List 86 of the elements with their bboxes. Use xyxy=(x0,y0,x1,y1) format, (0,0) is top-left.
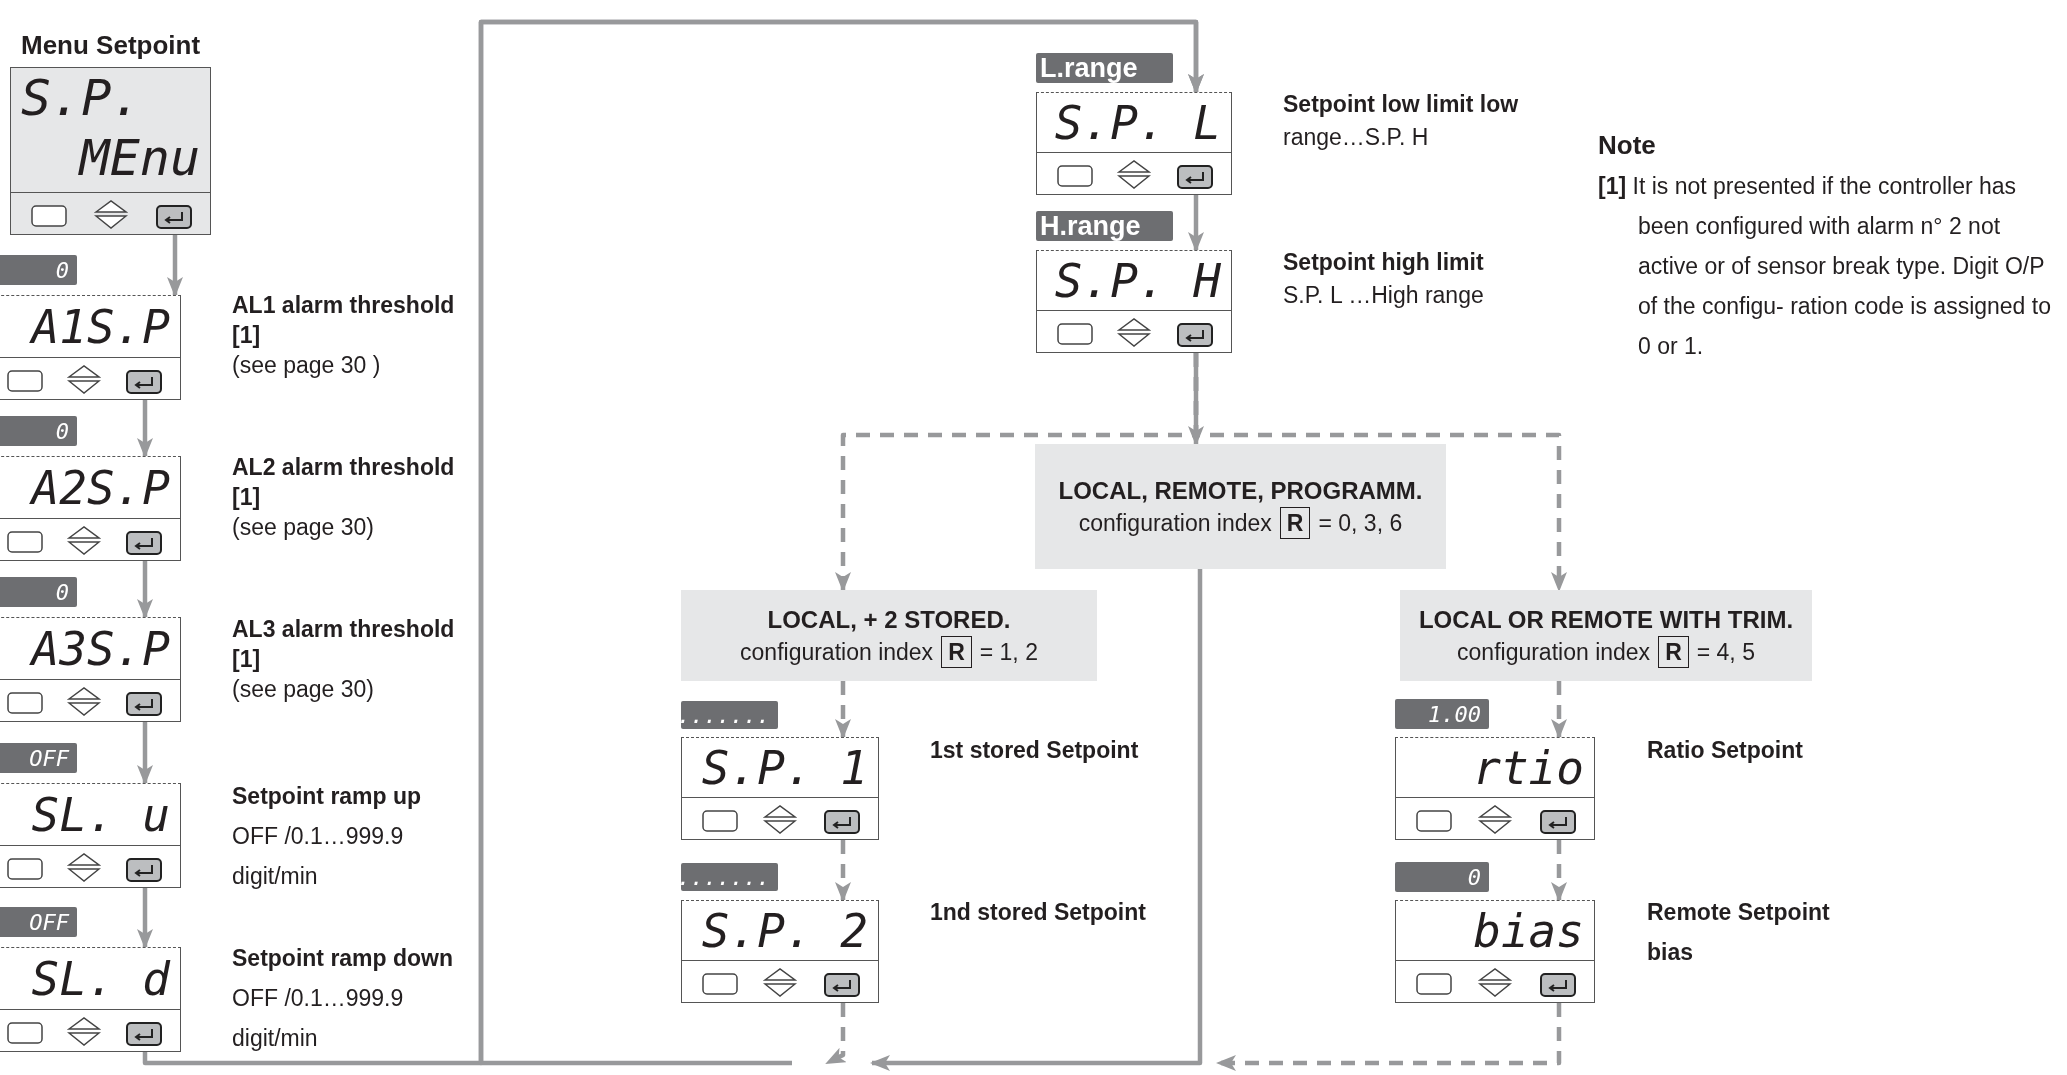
value-tag: L.range xyxy=(1036,53,1173,83)
value-tag: 0 xyxy=(0,577,77,607)
value-tag: 0 xyxy=(0,255,77,285)
parameter-description: AL3 alarm threshold [1] xyxy=(232,615,456,674)
index-values: = 4, 5 xyxy=(1696,637,1755,667)
display-readout: S.P. xyxy=(21,68,142,128)
mode-box xyxy=(681,590,1097,681)
note-heading: Note xyxy=(1598,129,1656,162)
arrow xyxy=(167,235,183,297)
parameter-description: S.P. L …High range xyxy=(1283,281,1485,310)
index-values: = 0, 3, 6 xyxy=(1318,508,1403,538)
parameter-description: AL2 alarm threshold [1] xyxy=(232,453,456,512)
display-readout: bias xyxy=(1473,902,1584,959)
note-text: [1] It is not presented if the controller has been configured with alarm n° 2 not active or of sensor break type. Digit O/P of the configu- ration code is assigned to 0 or 1. xyxy=(1598,172,2052,361)
index-label: configuration index xyxy=(1457,637,1651,667)
display-panel xyxy=(1395,900,1595,1003)
arrow xyxy=(478,19,1204,1066)
display-readout: S.P. L xyxy=(1054,94,1221,151)
display-panel xyxy=(0,947,181,1052)
dashed-arrow xyxy=(825,1003,847,1065)
mode-title: LOCAL, + 2 STORED. xyxy=(767,604,1011,635)
parameter-description: Setpoint high limit xyxy=(1283,248,1485,277)
arrow xyxy=(137,722,153,785)
parameter-description: OFF /0.1…999.9 digit/min xyxy=(232,984,405,1053)
parameter-description: (see page 30 ) xyxy=(232,351,382,380)
display-readout: A3S.P xyxy=(31,620,170,677)
parameter-description: Remote Setpoint bias xyxy=(1647,898,1831,967)
parameter-description: AL1 alarm threshold [1] xyxy=(232,291,456,350)
value-tag: H.range xyxy=(1036,211,1173,241)
value-tag: ....... xyxy=(681,863,778,891)
parameter-description: Setpoint low limit low xyxy=(1283,90,1520,119)
value-tag: 1.00 xyxy=(1395,699,1489,729)
display-readout: S.P. H xyxy=(1054,252,1221,309)
arrow xyxy=(870,569,1203,1071)
display-panel xyxy=(0,783,181,888)
display-panel xyxy=(0,295,181,400)
display-panel xyxy=(1395,737,1595,840)
display-panel xyxy=(681,900,879,1003)
arrow xyxy=(137,561,153,619)
display-panel xyxy=(1036,92,1232,195)
parameter-description: Ratio Setpoint xyxy=(1647,736,1804,765)
display-readout: SL. u xyxy=(31,786,170,843)
value-tag: OFF xyxy=(0,907,77,937)
parameter-description: Setpoint ramp down xyxy=(232,944,455,973)
display-readout: SL. d xyxy=(31,950,170,1007)
index-letter: R xyxy=(1658,635,1689,668)
mode-title: LOCAL OR REMOTE WITH TRIM. xyxy=(1418,604,1794,635)
dashed-arrow xyxy=(1216,1003,1562,1071)
parameter-description: (see page 30) xyxy=(232,513,375,542)
parameter-description: 1st stored Setpoint xyxy=(930,736,1140,765)
index-letter: R xyxy=(1279,506,1311,539)
mode-box xyxy=(1035,444,1446,569)
dashed-arrow xyxy=(835,840,851,902)
parameter-description: Setpoint ramp up xyxy=(232,782,423,811)
parameter-description: (see page 30) xyxy=(232,675,375,704)
arrow xyxy=(137,888,153,949)
arrow xyxy=(137,400,153,458)
dashed-arrow xyxy=(835,681,851,739)
display-readout: S.P. 2 xyxy=(701,902,868,959)
display-readout: MEnu xyxy=(79,128,200,188)
mode-box xyxy=(1400,590,1812,681)
display-readout: S.P. 1 xyxy=(701,739,868,796)
display-readout: A2S.P xyxy=(31,459,170,516)
display-panel xyxy=(0,456,181,561)
dashed-arrow xyxy=(1551,840,1567,902)
parameter-description: 1nd stored Setpoint xyxy=(930,898,1147,927)
value-tag: OFF xyxy=(0,743,77,773)
index-letter: R xyxy=(941,635,972,668)
value-tag: 0 xyxy=(0,416,77,446)
index-label: configuration index xyxy=(1078,508,1272,538)
menu-heading: Menu Setpoint xyxy=(21,29,201,62)
display-panel xyxy=(681,737,879,840)
dashed-arrow xyxy=(1551,681,1567,739)
display-panel xyxy=(1036,250,1232,353)
display-readout: rtio xyxy=(1473,739,1584,796)
parameter-description: range…S.P. H xyxy=(1283,123,1430,152)
parameter-description: OFF /0.1…999.9 digit/min xyxy=(232,822,405,891)
value-tag: 0 xyxy=(1395,862,1489,892)
dashed-arrow xyxy=(1193,353,1567,592)
value-tag: ....... xyxy=(681,701,778,729)
arrow xyxy=(1188,195,1204,252)
mode-title: LOCAL, REMOTE, PROGRAMM. xyxy=(1058,475,1423,506)
index-label: configuration index xyxy=(740,637,934,667)
display-panel xyxy=(0,617,181,722)
index-values: = 1, 2 xyxy=(979,637,1038,667)
display-readout: A1S.P xyxy=(31,298,170,355)
